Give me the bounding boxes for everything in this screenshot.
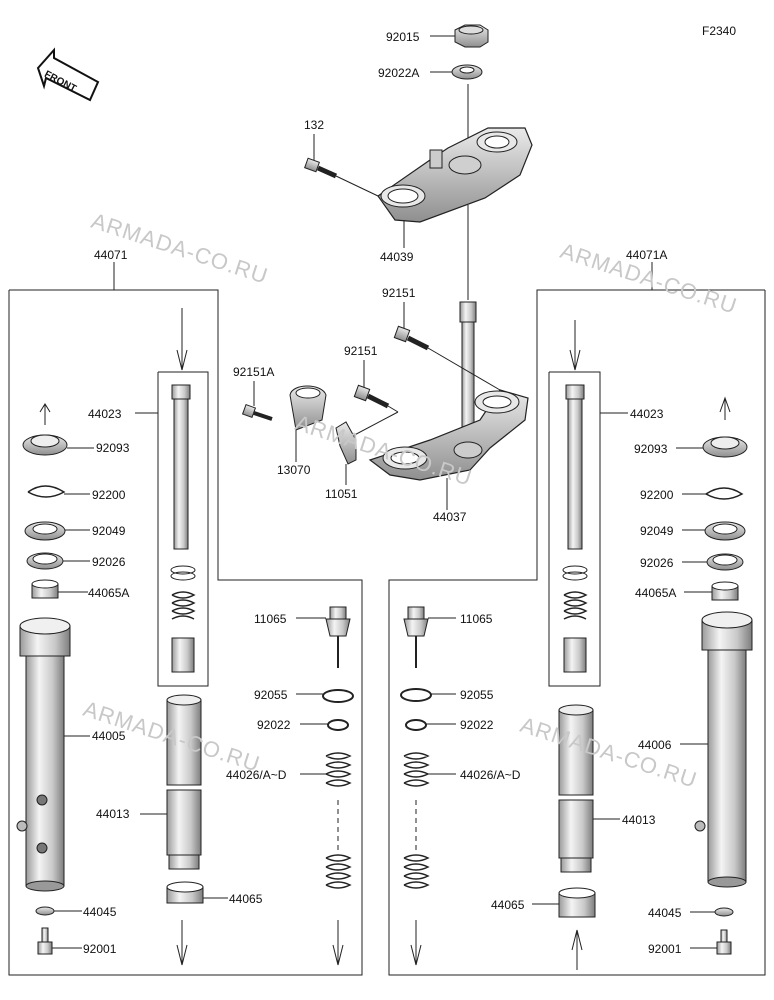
label-92015: 92015 xyxy=(386,30,420,44)
right-inner-tube-44013 xyxy=(558,704,594,873)
label-right-11065: 11065 xyxy=(460,612,493,626)
label-left-92093: 92093 xyxy=(96,441,130,455)
left-bolt-92001 xyxy=(37,927,53,955)
label-left-92026: 92026 xyxy=(92,555,126,569)
label-right-92026: 92026 xyxy=(640,556,674,570)
bolt-92151-b xyxy=(344,384,399,441)
left-cylinder-spring xyxy=(170,565,196,673)
right-cap-92093 xyxy=(702,396,748,458)
left-pipe-cylinder-44023 xyxy=(171,308,191,550)
left-oring-92055 xyxy=(322,689,354,703)
label-44039: 44039 xyxy=(380,250,414,264)
right-seal-92049 xyxy=(704,521,746,541)
right-pipe-cylinder-44023 xyxy=(565,320,585,550)
front-arrow-icon xyxy=(36,47,100,102)
label-13070: 13070 xyxy=(277,463,311,477)
left-clip-92200 xyxy=(27,485,66,498)
bolt-92151a xyxy=(241,403,273,421)
label-11051: 11051 xyxy=(325,487,358,501)
bolt-92151-a xyxy=(393,325,501,391)
label-right-44045: 44045 xyxy=(648,906,682,920)
left-outer-tube-44005 xyxy=(16,617,71,892)
left-washer-44045 xyxy=(35,906,55,916)
left-seal-92049 xyxy=(24,521,66,541)
label-right-44023: 44023 xyxy=(630,407,664,421)
label-132: 132 xyxy=(304,118,325,132)
label-right-92093: 92093 xyxy=(634,442,668,456)
left-inner-tube-44013 xyxy=(166,694,202,870)
right-outer-tube-44006 xyxy=(694,611,753,888)
label-left-92055: 92055 xyxy=(254,688,288,702)
left-washer-92022 xyxy=(327,719,349,731)
right-clip-92200 xyxy=(705,487,744,500)
label-92151-a: 92151 xyxy=(382,286,416,300)
right-spring-44026 xyxy=(403,752,430,966)
label-right-44065a: 44065A xyxy=(635,586,677,600)
right-fork-frame xyxy=(388,289,766,976)
left-bush-44065 xyxy=(166,881,204,904)
left-bush-44065a xyxy=(31,579,59,599)
label-44006: 44006 xyxy=(638,738,672,752)
label-left-44023: 44023 xyxy=(88,407,122,421)
label-left-44045: 44045 xyxy=(83,905,117,919)
left-lower-arrow-icon xyxy=(176,920,188,966)
washer-92022a xyxy=(451,64,483,80)
label-right-92200: 92200 xyxy=(640,488,674,502)
label-44005: 44005 xyxy=(92,729,126,743)
label-left-11065: 11065 xyxy=(254,612,287,626)
clamp-13070 xyxy=(289,385,327,462)
figure-code: F2340 xyxy=(702,24,737,38)
label-right-44013: 44013 xyxy=(622,813,656,827)
right-ring-92026 xyxy=(706,553,744,571)
nut-92015 xyxy=(454,24,489,48)
right-cylinder-spring xyxy=(562,565,588,673)
right-bush-44065a xyxy=(711,581,739,601)
label-right-92055: 92055 xyxy=(460,688,494,702)
left-cap-92093 xyxy=(22,403,68,456)
label-left-92049: 92049 xyxy=(92,524,126,538)
label-right-44026: 44026/A~D xyxy=(460,768,521,782)
lower-bracket-44037 xyxy=(368,301,529,481)
label-left-92200: 92200 xyxy=(92,488,126,502)
leader-lines xyxy=(52,35,717,949)
right-washer-92022 xyxy=(405,719,427,731)
bolt-132 xyxy=(304,157,379,197)
plate-11051 xyxy=(335,421,357,485)
label-right-92022: 92022 xyxy=(460,718,494,732)
label-left-44065: 44065 xyxy=(229,892,263,906)
label-44037: 44037 xyxy=(433,510,467,524)
right-lower-arrow-icon xyxy=(571,929,583,970)
label-right-92001: 92001 xyxy=(648,942,682,956)
label-left-44026: 44026/A~D xyxy=(226,768,287,782)
right-oring-92055 xyxy=(400,688,432,702)
label-right-92049: 92049 xyxy=(640,524,674,538)
label-92022a: 92022A xyxy=(378,66,420,80)
left-cap-bolt-11065 xyxy=(325,606,351,668)
right-bush-44065 xyxy=(558,887,596,918)
label-92151a: 92151A xyxy=(233,365,275,379)
left-fork-frame xyxy=(8,289,363,976)
right-cap-bolt-11065 xyxy=(403,606,429,668)
label-left-44013: 44013 xyxy=(96,807,130,821)
label-left-92001: 92001 xyxy=(83,942,117,956)
left-ring-92026 xyxy=(26,552,64,570)
right-washer-44045 xyxy=(714,907,734,917)
label-right-44065: 44065 xyxy=(491,898,525,912)
right-bolt-92001 xyxy=(716,929,732,955)
label-44071a: 44071A xyxy=(626,248,668,262)
left-spring-44026 xyxy=(325,752,352,966)
label-44071: 44071 xyxy=(94,248,128,262)
label-left-44065a: 44065A xyxy=(88,586,130,600)
upper-bracket-44039 xyxy=(377,127,533,223)
label-left-92022: 92022 xyxy=(257,718,291,732)
label-92151-b: 92151 xyxy=(344,344,378,358)
